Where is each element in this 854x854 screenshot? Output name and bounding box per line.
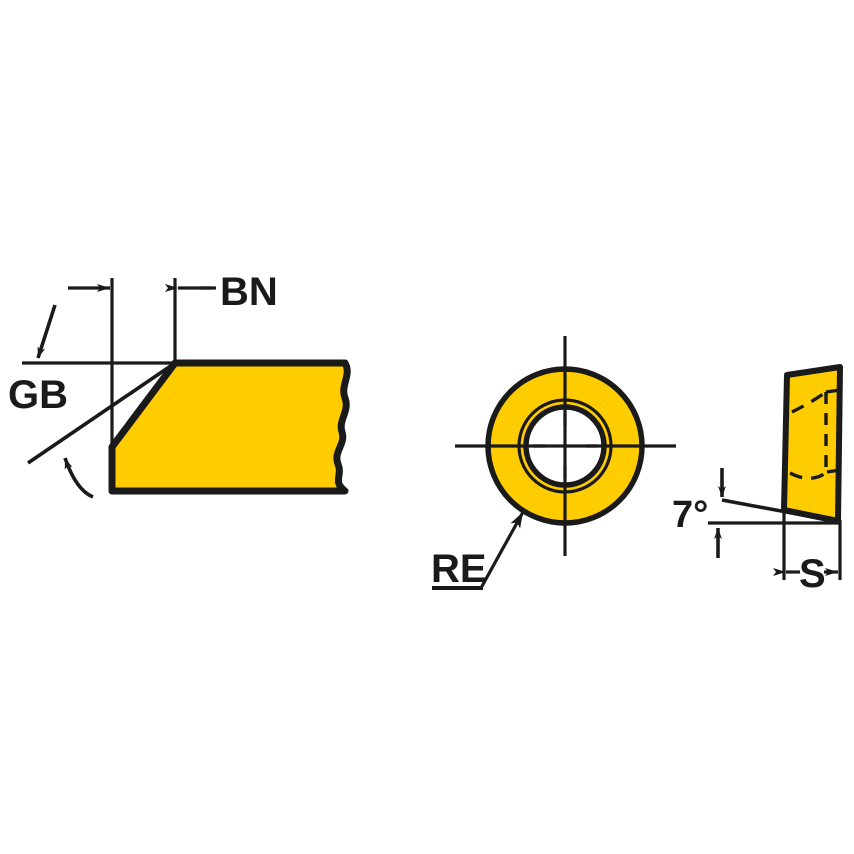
clearance-angle-label: 7°: [672, 494, 708, 536]
gb-label: GB: [8, 373, 68, 417]
hidden-line-hole-top: [791, 390, 827, 414]
view-face: RE: [431, 336, 676, 591]
insert-section-body: [108, 359, 351, 495]
hidden-line-hole-bottom-edge: [826, 468, 841, 474]
gb-upper-arrow: [36, 304, 57, 359]
chamfer-extension-line: [26, 361, 177, 465]
s-label: S: [799, 552, 826, 596]
view-side: 7° S: [672, 364, 843, 596]
clearance-angle-inclined-line: [721, 498, 841, 524]
bn-label: BN: [220, 270, 278, 314]
re-label: RE: [431, 547, 487, 591]
hidden-line-hole-bottom: [789, 470, 829, 480]
view-cross-section: BN GB: [8, 270, 351, 499]
re-leader-line: [479, 511, 525, 589]
hidden-line-hole-top-edge: [825, 388, 841, 394]
gb-lower-arrow: [63, 457, 94, 499]
